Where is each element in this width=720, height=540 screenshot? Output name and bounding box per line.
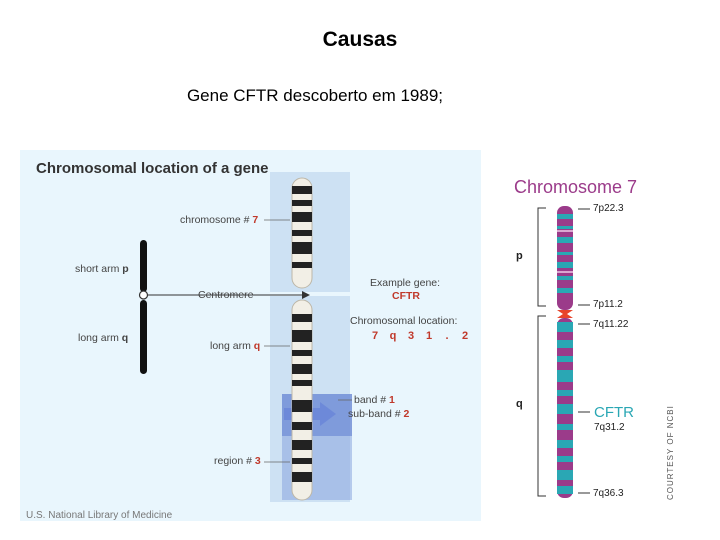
cftr-band-label: 7q31.2 [594, 422, 625, 433]
chromosomal-location-label: Chromosomal location: [350, 315, 458, 327]
location-part: 3 [407, 330, 415, 342]
small-chromosome-p [140, 240, 147, 292]
nlm-diagram-panel: Chromosomal location of a gene chromosom… [20, 150, 481, 521]
short-arm-label: short arm p [75, 263, 129, 275]
arm-q-label: q [516, 398, 523, 410]
location-part: q [389, 330, 397, 342]
chr7-p-arm [557, 206, 573, 310]
location-part: 1 [425, 330, 433, 342]
chr7-p-light-bands [557, 230, 573, 273]
band-7p22-3: 7p22.3 [593, 203, 624, 214]
nlm-title: Chromosomal location of a gene [36, 160, 269, 177]
region-text: region # [214, 455, 252, 467]
example-gene-label: Example gene: [370, 277, 441, 289]
slide-title: Causas [322, 28, 398, 51]
chr7-q-arm [557, 318, 573, 498]
short-arm-value: p [122, 263, 129, 275]
centromere-label: Centromere [198, 289, 254, 301]
p-arm-bracket [537, 207, 546, 307]
long-arm-text-left: long arm [78, 332, 119, 344]
chromosome-number-label: chromosome # 7 [180, 214, 258, 226]
chromosome7-title: Chromosome 7 [514, 177, 638, 197]
chr7-p-bands [557, 214, 573, 293]
nlm-credit: U.S. National Library of Medicine [26, 510, 173, 521]
chromosome-number-value: 7 [252, 214, 259, 226]
long-arm-value-center: q [253, 340, 261, 352]
subband-value: 2 [403, 408, 410, 420]
centromere-arrowhead [302, 291, 310, 299]
region-value: 3 [254, 455, 261, 467]
chromosome-number-text: chromosome # [180, 214, 250, 226]
band-label: band # 1 [354, 394, 395, 406]
chr7-centromere [557, 310, 573, 318]
cftr-gene-label: CFTR [594, 404, 634, 421]
long-arm-label-center: long arm q [210, 340, 260, 352]
large-chromosome-bands [292, 186, 312, 482]
location-part: 2 [461, 330, 469, 342]
nlm-diagram-graphics [138, 172, 352, 502]
arm-p-label: p [516, 250, 523, 262]
location-part: . [445, 330, 449, 342]
band-value: 1 [389, 394, 395, 406]
long-arm-label-left: long arm q [78, 332, 128, 344]
small-chromosome-q [140, 300, 147, 374]
ncbi-credit: COURTESY OF NCBI [666, 405, 675, 500]
long-arm-value-left: q [121, 332, 129, 344]
slide-subtitle: Gene CFTR descoberto em 1989; [186, 86, 444, 105]
band-7q11-22: 7q11.22 [593, 319, 629, 330]
location-part: 7 [371, 330, 379, 342]
region-label: region # 3 [214, 455, 261, 467]
band-7q36-3: 7q36.3 [593, 488, 624, 499]
chr7-q-bands [557, 322, 573, 494]
q-arm-bracket [537, 315, 546, 497]
subband-label: sub-band # 2 [348, 408, 409, 420]
long-arm-text-center: long arm [210, 340, 251, 352]
example-gene-value: CFTR [392, 290, 420, 302]
band-7p11-2: 7p11.2 [593, 299, 623, 310]
subband-text: sub-band # [348, 408, 401, 420]
small-centromere [138, 290, 149, 300]
short-arm-text: short arm [75, 263, 120, 275]
band-text: band # [354, 394, 387, 406]
